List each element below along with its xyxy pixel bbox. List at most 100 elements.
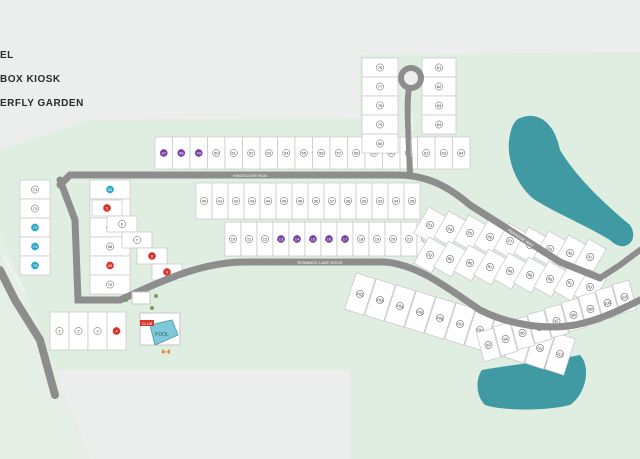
lot-10[interactable]: 10 [224,221,242,257]
lot-91[interactable]: 91 [553,264,587,302]
lot-82[interactable]: 82 [421,76,457,97]
lot-34[interactable]: 34 [387,182,405,220]
clubhouse-label: CLUB [142,321,153,326]
lot-94[interactable]: 94 [492,321,519,357]
lot-57[interactable]: 57 [329,136,348,170]
lot-52[interactable]: 52 [242,136,261,170]
lot-40[interactable]: 40 [195,182,213,220]
lot-64[interactable]: 64 [452,136,471,170]
lot-12[interactable]: 12 [256,221,274,257]
lot-marker [408,197,416,205]
lot-19[interactable]: 19 [368,221,386,257]
lot-48[interactable]: 48 [172,136,191,170]
lot-35[interactable]: 35 [403,182,421,220]
lot-6[interactable]: 6 [106,215,138,233]
lot-63[interactable]: 63 [434,136,453,170]
lot-49[interactable]: 49 [189,136,208,170]
lot-47[interactable]: 47 [154,136,173,170]
lot-marker [133,236,141,244]
lot-marker [296,197,304,205]
lot-marker [546,275,554,283]
lot-2[interactable]: 2 [68,311,89,351]
lot-107[interactable]: 107 [444,302,476,346]
lot-55[interactable]: 55 [294,136,313,170]
lot-11[interactable]: 11 [240,221,258,257]
lot-87[interactable]: 87 [473,248,507,286]
lot-77[interactable]: 77 [361,76,399,97]
lot-58[interactable]: 58 [347,136,366,170]
street-label-culdesac: HARBOR CLUB DRIVE [409,114,414,157]
lot-85[interactable]: 85 [433,240,467,278]
lot-105[interactable]: 105 [404,290,436,334]
lot-79[interactable]: 79 [361,114,399,135]
lot-74[interactable]: 74 [19,236,51,257]
lot-41[interactable]: 41 [211,182,229,220]
lot-54[interactable]: 54 [277,136,296,170]
lot-13[interactable]: 13 [272,221,290,257]
lot-number: 94 [503,336,509,342]
lot-53[interactable]: 53 [259,136,278,170]
lot-number: 49 [197,151,202,156]
lot-14[interactable]: 14 [288,221,306,257]
lot-103[interactable]: 103 [364,278,396,322]
lot-3[interactable]: 3 [87,311,108,351]
lot-69[interactable]: 69 [89,255,131,276]
lot-50[interactable]: 50 [207,136,226,170]
lot-16[interactable]: 16 [320,221,338,257]
lot-90[interactable]: 90 [533,260,567,298]
lot-102[interactable]: 102 [344,272,376,316]
lot-38[interactable]: 38 [339,182,357,220]
lot-18[interactable]: 18 [352,221,370,257]
lot-marker [586,283,594,291]
lot-80[interactable]: 80 [361,133,399,154]
lot-83[interactable]: 83 [421,95,457,116]
lot-number: 26 [487,234,494,241]
lot-46[interactable]: 46 [291,182,309,220]
lot-number: 75 [33,263,38,268]
lot-78[interactable]: 78 [361,95,399,116]
lot-62[interactable]: 62 [417,136,436,170]
lot-72[interactable]: 72 [19,198,51,219]
lot-81[interactable]: 81 [421,57,457,78]
lot-21[interactable]: 21 [400,221,418,257]
lot-71[interactable]: 71 [19,179,51,200]
lot-number: 108 [476,327,485,334]
lot-39[interactable]: 39 [355,182,373,220]
lot-51[interactable]: 51 [224,136,243,170]
lot-37[interactable]: 37 [323,182,341,220]
lot-76[interactable]: 76 [361,57,399,78]
lot-5[interactable]: 5 [91,199,123,217]
amenity-pool-club[interactable]: POOL CLUB [139,312,181,346]
lot-112[interactable]: 112 [544,332,576,376]
lot-marker [344,197,352,205]
lot-number: 103 [376,297,385,304]
lot-42[interactable]: 42 [227,182,245,220]
lot-70[interactable]: 70 [89,274,131,295]
lot-65[interactable]: 65 [89,179,131,200]
lot-4[interactable]: 4 [106,311,127,351]
lot-45[interactable]: 45 [275,182,293,220]
lot-marker [261,235,269,243]
lot-75[interactable]: 75 [19,255,51,276]
lot-15[interactable]: 15 [304,221,322,257]
lot-106[interactable]: 106 [424,296,456,340]
lot-73[interactable]: 73 [19,217,51,238]
lot-84[interactable]: 84 [421,114,457,135]
lot-44[interactable]: 44 [259,182,277,220]
lot-56[interactable]: 56 [312,136,331,170]
lot-43[interactable]: 43 [243,182,261,220]
lot-8[interactable]: 8 [136,247,168,265]
lot-93[interactable]: 93 [475,327,502,363]
lot-number: 64 [459,151,464,156]
lot-36[interactable]: 36 [307,182,325,220]
lot-1[interactable]: 1 [49,311,70,351]
lot-104[interactable]: 104 [384,284,416,328]
lot-marker [556,350,564,358]
lot-20[interactable]: 20 [384,221,402,257]
lot-17[interactable]: 17 [336,221,354,257]
lot-7[interactable]: 7 [121,231,153,249]
lot-33[interactable]: 33 [371,182,389,220]
lot-number: 69 [108,263,113,268]
lot-86[interactable]: 86 [453,244,487,282]
